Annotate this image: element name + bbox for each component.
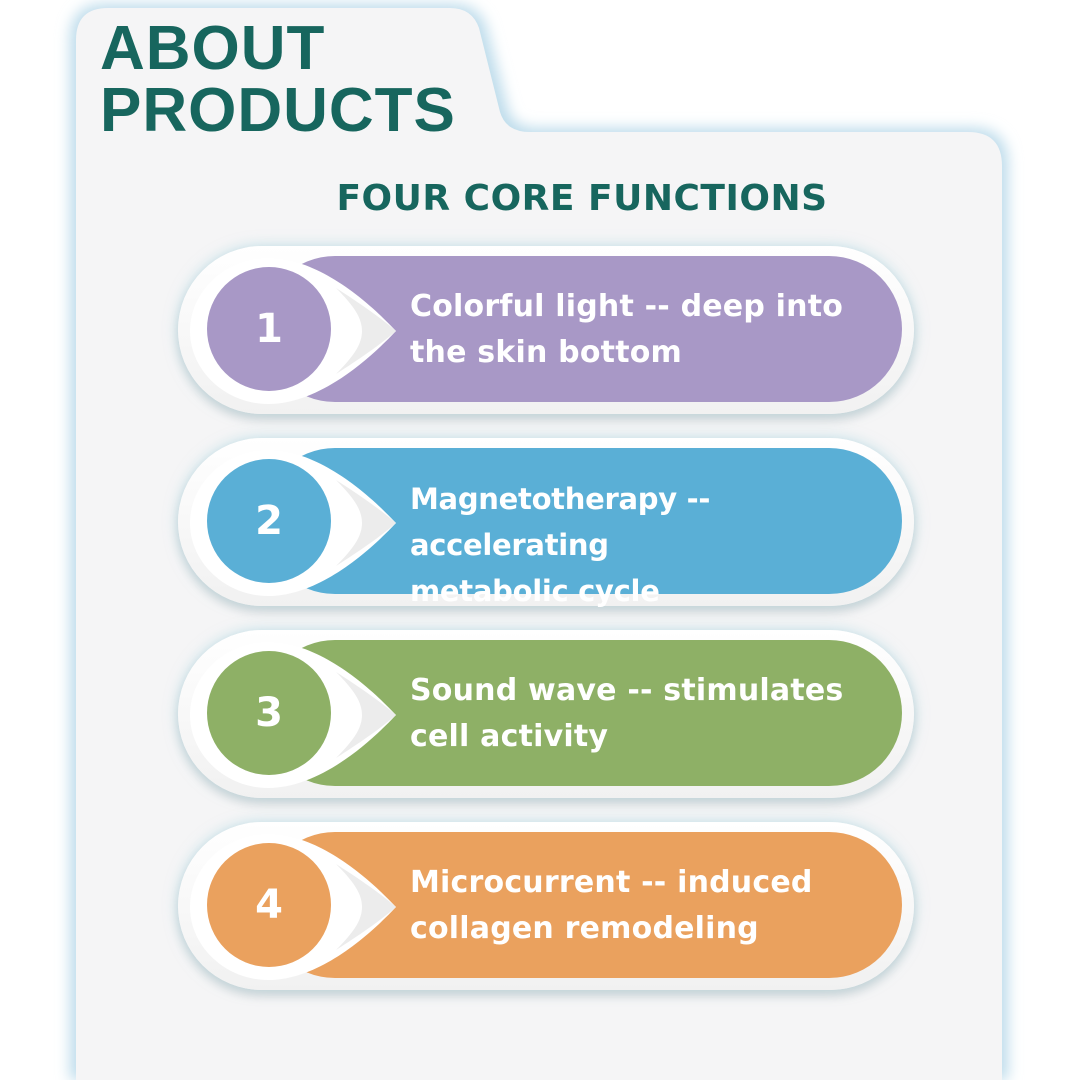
function-description-line-2: cell activity xyxy=(410,719,609,754)
function-description-line-2: the skin bottom xyxy=(410,335,683,370)
title-line-products: PRODUCTS xyxy=(100,76,456,145)
function-description-line-1: Sound wave -- stimulates xyxy=(410,673,844,708)
page-title: ABOUT PRODUCTS xyxy=(100,18,456,142)
function-description: Microcurrent -- induced collagen remodeli… xyxy=(410,860,900,952)
number-circle xyxy=(207,459,331,583)
function-description-line-2: metabolic cycle xyxy=(410,574,660,608)
function-description-line-1: Microcurrent -- induced xyxy=(410,865,813,900)
function-number: 4 xyxy=(255,882,283,928)
function-item-4: 4 Microcurrent -- induced collagen remodel… xyxy=(178,822,914,990)
function-description: Sound wave -- stimulates cell activity xyxy=(410,668,900,760)
number-circle xyxy=(207,843,331,967)
number-bubble xyxy=(190,258,396,404)
bubble-shade xyxy=(336,288,396,374)
number-bubble xyxy=(190,450,396,596)
section-subtitle: FOUR CORE FUNCTIONS xyxy=(336,178,828,219)
bubble-shade xyxy=(336,864,396,950)
number-circle xyxy=(207,267,331,391)
function-description-line-2: collagen remodeling xyxy=(410,911,759,946)
function-description-line-1: Magnetotherapy -- accelerating xyxy=(410,482,711,562)
function-description: Colorful light -- deep into the skin bott… xyxy=(410,284,900,376)
function-item-3: 3 Sound wave -- stimulates cell activity xyxy=(178,630,914,798)
function-number: 1 xyxy=(255,306,283,352)
number-bubble xyxy=(190,834,396,980)
function-item-2: 2 Magnetotherapy -- accelerating metabolic… xyxy=(178,438,914,608)
number-bubble xyxy=(190,642,396,788)
title-line-about: ABOUT xyxy=(100,14,326,83)
bubble-shade xyxy=(336,480,396,566)
function-number: 3 xyxy=(255,690,283,736)
function-description-line-1: Colorful light -- deep into xyxy=(410,289,844,324)
function-item-1: 1 Colorful light -- deep into the skin bot… xyxy=(178,246,914,414)
function-number: 2 xyxy=(255,498,283,544)
number-circle xyxy=(207,651,331,775)
function-description: Magnetotherapy -- accelerating metabolic … xyxy=(410,476,900,614)
bubble-shade xyxy=(336,672,396,758)
